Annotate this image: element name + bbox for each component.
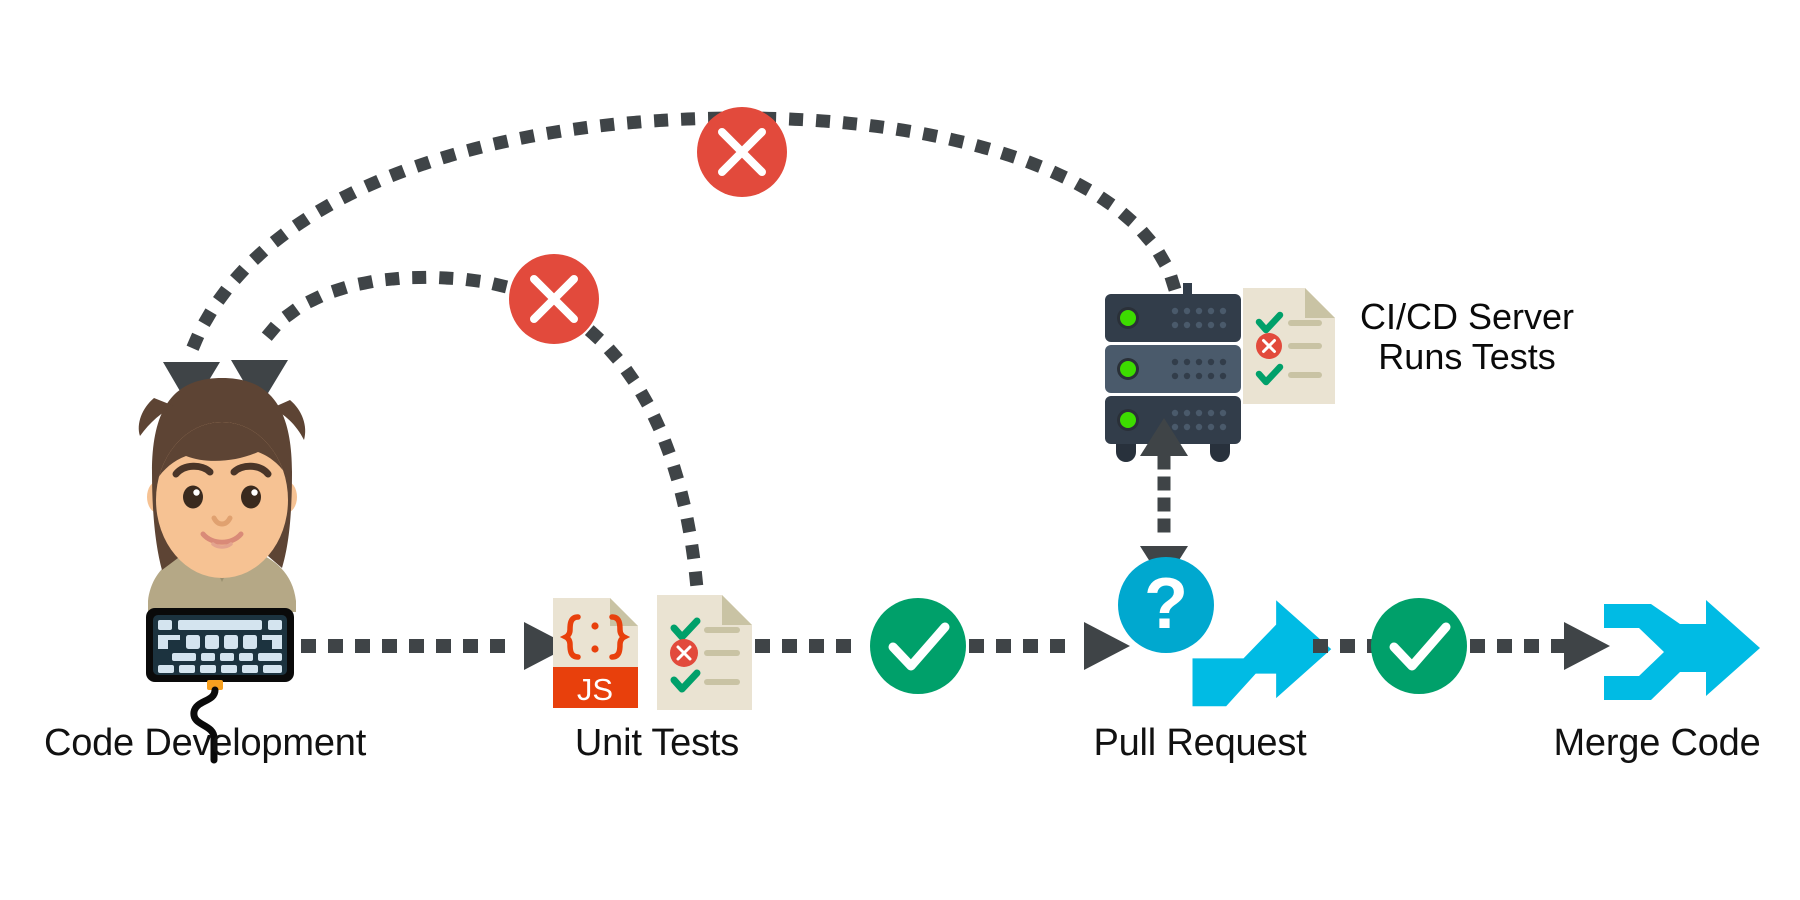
merge-arrow-icon (1604, 600, 1760, 700)
cicd-server-annotation: CI/CD Server Runs Tests (1360, 296, 1575, 378)
test-report-checklist-icon (657, 595, 752, 710)
keyboard-icon (146, 608, 294, 764)
server-test-report-icon (1243, 288, 1335, 404)
question-badge-circle (1118, 557, 1214, 653)
red-x-circle-icon-top (697, 107, 787, 197)
cicd-server-rack-icon (1105, 283, 1241, 462)
feedback-arc-server-to-developer (163, 111, 1185, 410)
arrowhead-to-developer-2 (231, 360, 288, 408)
question-mark-glyph: ? (1144, 564, 1188, 644)
dotted-arrow-pass-to-pr (969, 622, 1130, 670)
stage-label-pull-request: Pull Request (1093, 722, 1307, 764)
stage-label-merge-code: Merge Code (1553, 722, 1761, 764)
dotted-arrow-dev-to-tests (301, 622, 570, 670)
feedback-arc-tests-to-developer (231, 271, 707, 667)
green-check-circle-icon-1 (870, 598, 966, 694)
red-x-circle-icon-mid (509, 254, 599, 344)
javascript-file-icon: JS (553, 598, 638, 708)
pull-request-merge-arrow-icon: ? (1118, 557, 1332, 707)
cicd-server-annotation-line2: Runs Tests (1378, 336, 1556, 378)
stage-label-unit-tests: Unit Tests (574, 722, 740, 764)
developer-avatar-icon (138, 378, 306, 612)
green-check-circle-icon-2 (1371, 598, 1467, 694)
svg-text:JS: JS (577, 672, 613, 707)
cicd-server-annotation-line1: CI/CD Server (1360, 296, 1575, 337)
stage-label-code-development: Code Development (43, 722, 367, 764)
dotted-arrow-pass-to-merge (1470, 622, 1610, 670)
